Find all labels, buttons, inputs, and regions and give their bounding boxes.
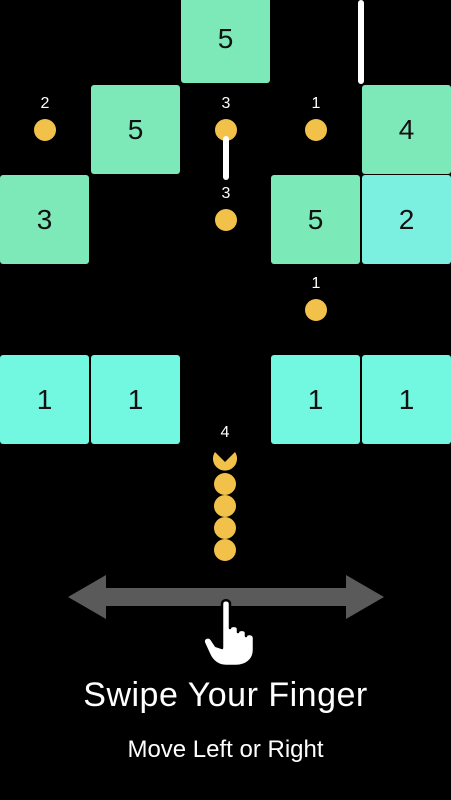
- pellet-label: 2: [40, 95, 50, 112]
- block-row1-right: 4: [362, 85, 451, 174]
- block-row3-d: 1: [362, 355, 451, 444]
- block-value: 2: [398, 203, 415, 235]
- pellet: [34, 119, 56, 141]
- block-row3-b: 1: [91, 355, 180, 444]
- wall-top-right: [358, 0, 364, 84]
- block-row2-left: 3: [0, 175, 89, 264]
- block-value: 1: [307, 383, 324, 415]
- pellet: [215, 119, 237, 141]
- block-row2-right: 2: [362, 175, 451, 264]
- pointing-hand-icon: [202, 599, 256, 668]
- snake-segment: [214, 473, 236, 495]
- pellet: [215, 209, 237, 231]
- block-value: 1: [127, 383, 144, 415]
- block-row1-left: 5: [91, 85, 180, 174]
- snake-segment: [214, 495, 236, 517]
- block-value: 3: [36, 203, 53, 235]
- block-value: 4: [398, 113, 415, 145]
- block-value: 1: [36, 383, 53, 415]
- pellet-label: 3: [221, 95, 231, 112]
- snake-segment: [214, 517, 236, 539]
- pellet: [305, 299, 327, 321]
- pellet: [305, 119, 327, 141]
- wall-middle: [223, 136, 229, 180]
- block-value: 5: [217, 22, 234, 54]
- double-arrow-icon: [68, 575, 384, 619]
- block-value: 5: [307, 203, 324, 235]
- pellet-label: 3: [221, 185, 231, 202]
- tutorial-subtitle: Move Left or Right: [127, 736, 324, 763]
- block-top-middle: 5: [181, 0, 270, 83]
- block-row3-c: 1: [271, 355, 360, 444]
- pellet-label: 1: [311, 95, 321, 112]
- block-value: 1: [398, 383, 415, 415]
- tutorial-title: Swipe Your Finger: [83, 676, 368, 714]
- block-value: 5: [127, 113, 144, 145]
- block-row3-a: 1: [0, 355, 89, 444]
- snake-segment: [214, 539, 236, 561]
- snake-head-icon: [213, 450, 237, 474]
- snake-length: 4: [220, 424, 230, 441]
- pellet-label: 1: [311, 275, 321, 292]
- block-row2-mid-right: 5: [271, 175, 360, 264]
